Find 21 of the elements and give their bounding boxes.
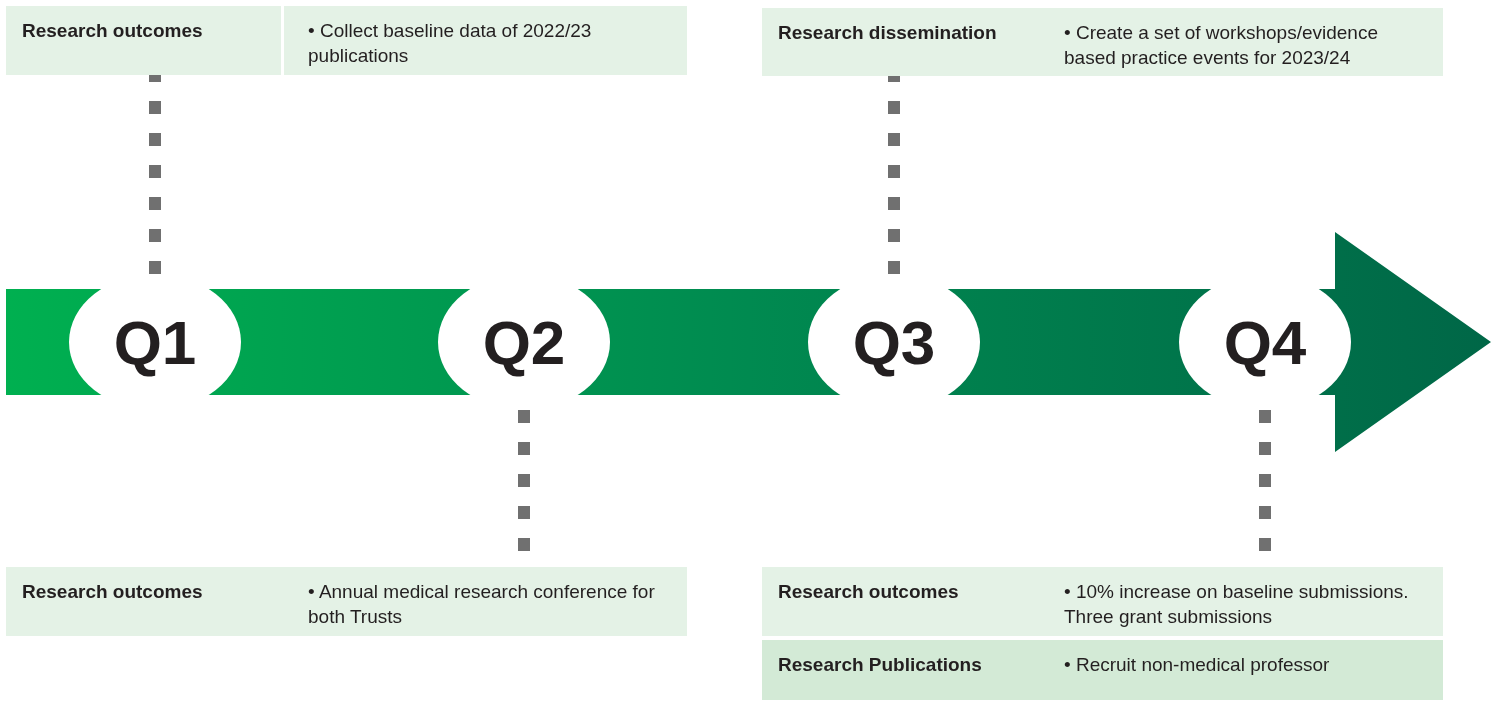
info-panel — [762, 8, 1443, 76]
panel-heading: Research dissemination — [778, 21, 997, 45]
quarter-label: Q1 — [113, 306, 197, 378]
info-panel — [762, 640, 1443, 700]
quarter-label: Q2 — [482, 306, 566, 378]
panel-heading: Research outcomes — [22, 19, 203, 43]
panel-text: • Collect baseline data of 2022/23 publications — [308, 19, 593, 68]
panel-heading: Research outcomes — [778, 580, 959, 604]
info-panel — [6, 6, 687, 75]
quarter-label: Q4 — [1223, 306, 1307, 378]
panel-heading: Research outcomes — [22, 580, 203, 604]
info-panel — [762, 567, 1443, 636]
dotted-connector — [888, 76, 900, 274]
panel-text: • Annual medical research conference for both Trusts — [308, 580, 656, 629]
panel-text: • Recruit non-medical professor — [1064, 653, 1331, 677]
panel-heading: Research Publications — [778, 653, 982, 677]
quarter-label: Q3 — [852, 306, 936, 378]
panel-text: • 10% increase on baseline submissions. Three grant submissions — [1064, 580, 1410, 629]
panel-text: • Create a set of workshops/evidence based practice events for 2023/24 — [1064, 21, 1379, 70]
info-panel — [6, 567, 687, 636]
dotted-connector — [149, 75, 161, 274]
